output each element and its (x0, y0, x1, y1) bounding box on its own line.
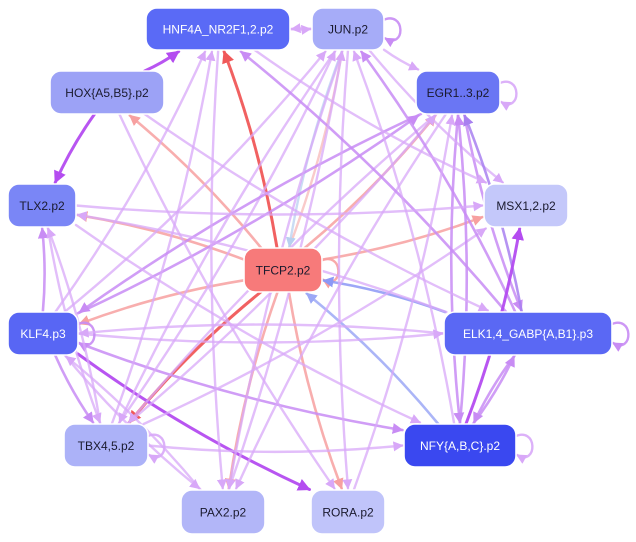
node-box (49, 70, 165, 115)
edge-egr1-to-egr1 (496, 80, 518, 111)
edge-hnf4a-to-jun (288, 24, 312, 35)
edge-nfy-to-elk1 (471, 355, 516, 426)
node-label: RORA.p2 (322, 506, 374, 520)
edge-tfcp2-to-msx1 (320, 215, 484, 261)
node-box (7, 311, 79, 356)
edge-klf4-to-egr1 (76, 114, 420, 315)
node-tbx4[interactable]: TBX4,5.p2 (63, 423, 149, 468)
node-label: HNF4A_NR2F1,2.p2 (163, 23, 274, 37)
node-box (63, 423, 149, 468)
edge-tfcp2-to-hox (128, 114, 263, 250)
node-label: MSX1,2.p2 (496, 199, 556, 213)
edge-hnf4a-to-msx1 (253, 48, 488, 184)
edge-nfy-to-nfy (512, 433, 534, 464)
node-rora[interactable]: RORA.p2 (310, 489, 386, 535)
node-box (243, 247, 323, 293)
edge-tfcp2-to-klf4 (78, 279, 246, 326)
edge-tbx4-to-tbx4 (144, 433, 166, 464)
edge-klf4-to-jun (63, 50, 327, 314)
node-msx1[interactable]: MSX1,2.p2 (483, 183, 569, 228)
edge-elk1-to-klf4 (78, 323, 446, 338)
edge-hox-to-tlx2 (53, 112, 97, 184)
edge-layer (37, 17, 630, 492)
node-klf4[interactable]: KLF4.p3 (7, 311, 79, 356)
node-box (483, 183, 569, 228)
node-label: TLX2.p2 (19, 199, 65, 213)
edge-tlx2-to-msx1 (74, 201, 484, 216)
edge-klf4-to-tbx4 (53, 353, 95, 424)
node-tlx2[interactable]: TLX2.p2 (7, 183, 77, 228)
node-label: JUN.p2 (328, 23, 368, 37)
edge-jun-to-rora (337, 48, 353, 490)
edge-egr1-to-pax2 (234, 112, 448, 490)
edge-tbx4-to-tlx2 (46, 227, 102, 426)
edge-hnf4a-to-pax2 (210, 48, 227, 490)
edge-tfcp2-to-hnf4a (222, 50, 279, 250)
edge-klf4-to-nfy (76, 341, 404, 434)
node-pax2[interactable]: PAX2.p2 (180, 489, 266, 535)
node-box (7, 183, 77, 228)
edge-tbx4-to-jun (117, 50, 337, 426)
edge-klf4-to-tlx2 (37, 227, 49, 314)
node-elk1[interactable]: ELK1,4_GABP{A,B1}.p3 (443, 311, 613, 356)
node-box (310, 489, 386, 535)
node-egr1[interactable]: EGR1..3.p2 (415, 70, 501, 115)
node-nfy[interactable]: NFY{A,B,C}.p2 (403, 423, 517, 468)
edge-tbx4-to-hnf4a (110, 50, 216, 426)
node-box (403, 423, 517, 468)
edge-egr1-to-klf4 (78, 112, 423, 314)
edge-tlx2-to-nfy (74, 223, 422, 424)
edge-elk1-to-jun (360, 50, 517, 314)
edge-hox-to-hnf4a (143, 50, 181, 73)
node-label: KLF4.p3 (20, 327, 66, 341)
edge-hox-to-rora (118, 112, 336, 490)
edge-jun-to-tbx4 (118, 48, 337, 424)
edge-tbx4-to-msx1 (142, 227, 487, 426)
edge-rora-to-egr1 (352, 114, 456, 492)
edge-pax2-to-klf4 (64, 355, 203, 492)
node-label: PAX2.p2 (200, 506, 247, 520)
edge-klf4-to-elk1 (76, 329, 444, 344)
node-label: HOX{A5,B5}.p2 (65, 86, 149, 100)
node-label: NFY{A,B,C}.p2 (420, 439, 500, 453)
edge-elk1-to-elk1 (608, 321, 630, 352)
node-box (415, 70, 501, 115)
node-label: ELK1,4_GABP{A,B1}.p3 (463, 327, 593, 341)
node-label: TBX4,5.p2 (78, 439, 135, 453)
edge-jun-to-egr1 (382, 48, 420, 71)
node-box (145, 7, 291, 51)
edge-klf4-to-hnf4a (54, 50, 207, 314)
edge-hox-to-elk1 (143, 112, 490, 312)
edge-egr1-to-nfy (449, 112, 465, 424)
node-label: TFCP2.p2 (256, 264, 311, 278)
edge-nfy-to-egr1 (453, 114, 469, 426)
edge-nfy-to-jun (352, 50, 456, 426)
edge-elk1-to-hnf4a (239, 50, 508, 314)
node-hnf4a[interactable]: HNF4A_NR2F1,2.p2 (145, 7, 291, 51)
edge-klf4-to-rora (76, 352, 311, 491)
node-tfcp2[interactable]: TFCP2.p2 (243, 247, 323, 293)
edge-jun-to-jun (380, 17, 402, 48)
edge-tbx4-to-nfy (146, 441, 404, 454)
node-label: EGR1..3.p2 (427, 86, 490, 100)
node-box (443, 311, 613, 356)
node-box (180, 489, 266, 535)
edge-tfcp2-to-rora (287, 290, 344, 490)
node-box (311, 7, 385, 51)
node-jun[interactable]: JUN.p2 (311, 7, 385, 51)
node-hox[interactable]: HOX{A5,B5}.p2 (49, 70, 165, 115)
edge-nfy-to-tfcp2 (305, 292, 440, 426)
